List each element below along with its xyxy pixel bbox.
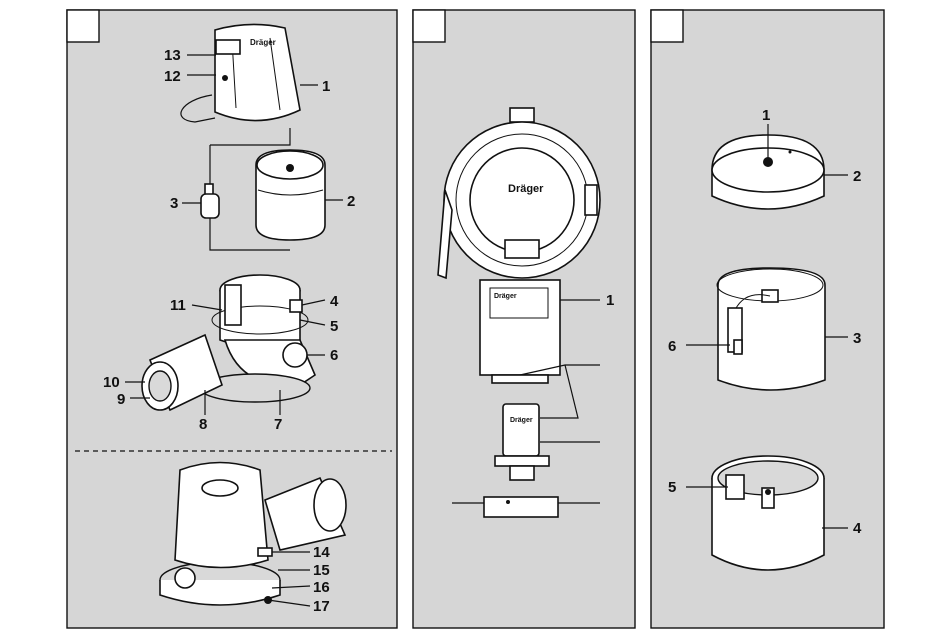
panel-a: Dräger — [67, 10, 397, 628]
panel-c: 1 2 3 6 5 4 — [651, 10, 884, 628]
module-nameplate-text: Dräger — [494, 293, 517, 300]
callout-c-2: 2 — [853, 168, 861, 185]
cartridge-brand-text: Dräger — [510, 417, 533, 424]
callout-a-16: 16 — [313, 579, 330, 596]
callout-a-9: 9 — [117, 391, 125, 408]
callout-a-4: 4 — [330, 293, 339, 310]
callout-a-13: 13 — [164, 47, 181, 64]
cup — [712, 456, 824, 570]
callout-c-6: 6 — [668, 338, 676, 355]
head-brand-text: Dräger — [508, 183, 544, 195]
callout-c-3: 3 — [853, 330, 861, 347]
callout-a-15: 15 — [313, 562, 330, 579]
callout-a-12: 12 — [164, 68, 181, 85]
panel-c-letter-box — [651, 10, 683, 42]
callout-b-1: 1 — [606, 292, 614, 309]
filter — [256, 150, 325, 240]
callout-a-6: 6 — [330, 347, 338, 364]
callout-c-4: 4 — [853, 520, 862, 537]
callout-a-1: 1 — [322, 78, 330, 95]
callout-a-14: 14 — [313, 544, 330, 561]
callout-c-5: 5 — [668, 479, 676, 496]
callout-a-17: 17 — [313, 598, 330, 615]
filter-body — [717, 268, 825, 390]
callout-a-2: 2 — [347, 193, 355, 210]
cap-brand-text: Dräger — [250, 38, 276, 47]
panel-b-letter-box — [413, 10, 445, 42]
callout-a-10: 10 — [103, 374, 120, 391]
panel-b: Dräger Dräger 1 Dräger — [413, 10, 635, 628]
callout-a-11: 11 — [170, 297, 186, 314]
callout-c-1: 1 — [762, 107, 770, 124]
sensor-module: Dräger — [480, 280, 560, 383]
callout-a-5: 5 — [330, 318, 338, 335]
callout-a-7: 7 — [274, 416, 282, 433]
callout-a-8: 8 — [199, 416, 207, 433]
panel-a-letter-box — [67, 10, 99, 42]
callout-a-3: 3 — [170, 195, 178, 212]
